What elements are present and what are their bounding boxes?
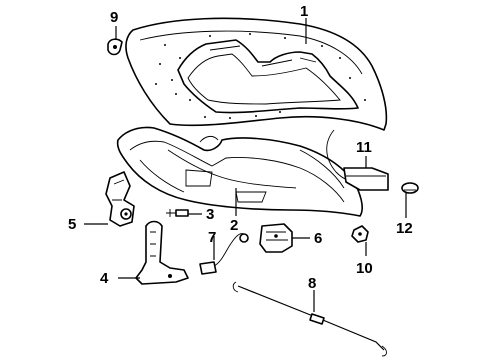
callout-5: 5 xyxy=(68,216,76,233)
callout-1: 1 xyxy=(300,3,308,20)
hood-latch-part-6 xyxy=(259,223,293,253)
leader-lines xyxy=(84,18,407,312)
hood-bumper-part-11 xyxy=(326,129,389,191)
callout-4: 4 xyxy=(100,270,109,287)
hood-insulator xyxy=(116,126,363,217)
callout-2: 2 xyxy=(230,217,238,234)
hood-panel xyxy=(125,17,388,131)
hood-hinge-part-5 xyxy=(105,171,135,227)
prop-rod-part-8 xyxy=(232,281,387,357)
callout-11: 11 xyxy=(356,139,372,156)
callout-9: 9 xyxy=(110,9,118,26)
bumper-part-12 xyxy=(401,182,419,194)
callout-10: 10 xyxy=(356,260,373,277)
callout-12: 12 xyxy=(396,220,413,237)
release-cable-part-7 xyxy=(199,233,249,275)
hinge-bracket-part-4 xyxy=(135,220,189,285)
hood-holes xyxy=(155,33,366,119)
callout-6: 6 xyxy=(314,230,322,247)
bolt-part-3 xyxy=(166,209,189,217)
callout-labels: 1 2 3 4 5 6 7 8 9 10 11 12 xyxy=(68,3,413,292)
hood-clip-part-9 xyxy=(107,38,123,56)
callout-8: 8 xyxy=(308,275,316,292)
callout-3: 3 xyxy=(206,206,214,223)
push-nut-part-10 xyxy=(351,225,369,243)
callout-7: 7 xyxy=(208,229,216,246)
